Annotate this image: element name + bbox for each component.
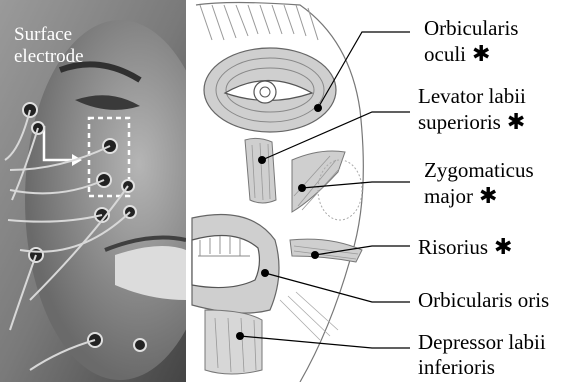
iris xyxy=(254,81,276,103)
marker-risorius xyxy=(311,251,319,259)
label-risorius-line1: Risorius xyxy=(418,235,488,259)
label-depressor-labii: Depressor labii inferioris xyxy=(418,330,546,380)
marker-levator-labii xyxy=(258,156,266,164)
label-orbicularis-oculi-line2: oculi xyxy=(424,42,466,66)
surface-electrode-label-line1: Surface xyxy=(14,24,84,46)
mouth-opening xyxy=(192,236,259,288)
marker-orbicularis-oris xyxy=(261,269,269,277)
label-depressor-labii-line2: inferioris xyxy=(418,355,546,380)
label-zygomaticus: Zygomaticus major✱ xyxy=(424,158,534,209)
surface-electrode-label: Surface electrode xyxy=(14,24,84,68)
asterisk-icon: ✱ xyxy=(472,41,490,66)
marker-depressor-labii xyxy=(236,332,244,340)
label-levator-labii: Levator labii superioris✱ xyxy=(418,84,526,135)
label-risorius: Risorius✱ xyxy=(418,234,512,260)
depressor-labii-muscle xyxy=(205,310,262,374)
label-zygomaticus-line1: Zygomaticus xyxy=(424,158,534,183)
marker-orbicularis-oculi xyxy=(314,104,322,112)
muscle-drawing xyxy=(186,0,400,382)
surface-electrode-label-line2: electrode xyxy=(14,46,84,68)
label-levator-labii-line1: Levator labii xyxy=(418,84,526,109)
asterisk-icon: ✱ xyxy=(494,234,512,259)
label-zygomaticus-line2: major xyxy=(424,184,473,208)
label-orbicularis-oculi-line1: Orbicularis xyxy=(424,16,518,41)
label-levator-labii-line2: superioris xyxy=(418,110,501,134)
asterisk-icon: ✱ xyxy=(479,183,497,208)
label-orbicularis-oculi: Orbicularis oculi✱ xyxy=(424,16,518,67)
label-orbicularis-oris-line1: Orbicularis oris xyxy=(418,288,549,313)
label-orbicularis-oris: Orbicularis oris xyxy=(418,288,549,313)
marker-zygomaticus xyxy=(298,184,306,192)
asterisk-icon: ✱ xyxy=(507,109,525,134)
label-depressor-labii-line1: Depressor labii xyxy=(418,330,546,355)
